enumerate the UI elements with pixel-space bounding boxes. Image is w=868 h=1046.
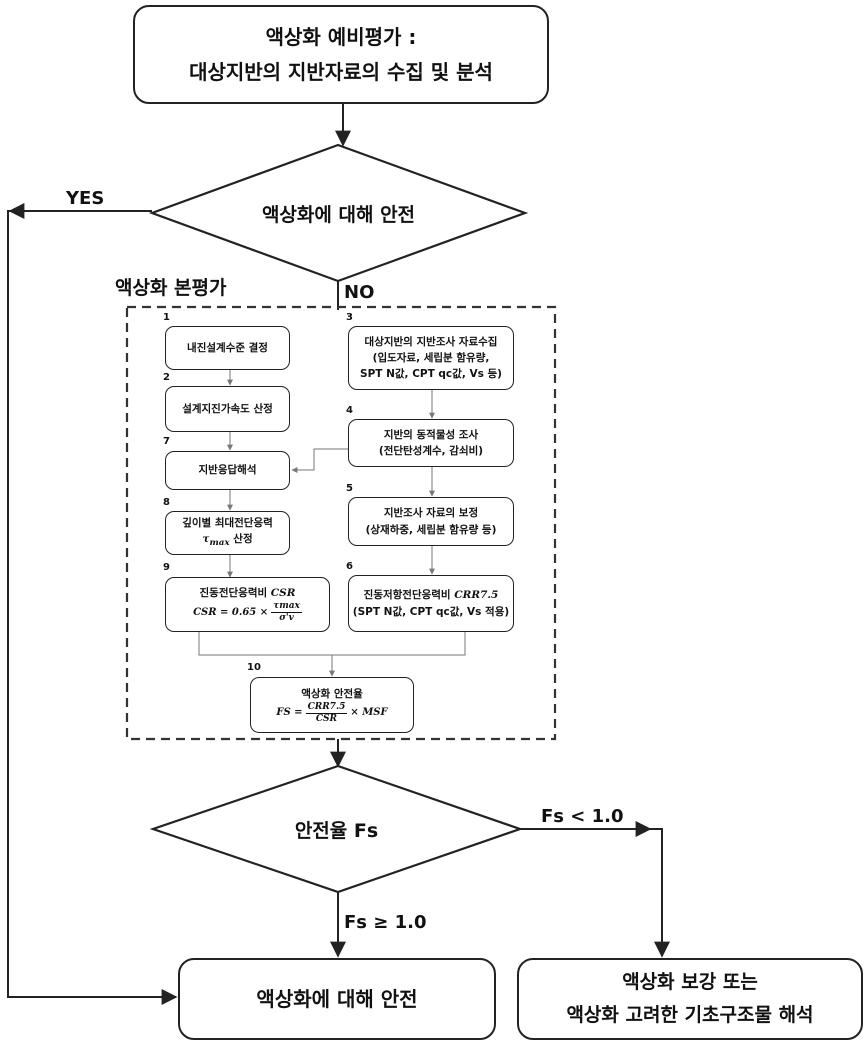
reinforcement-line1: 액상화 보강 또는 (622, 970, 758, 993)
step3-box: 대상지반의 지반조사 자료수집 (입도자료, 세립분 함유량, SPT N값, … (348, 326, 514, 390)
decision1-text: 액상화에 대해 안전 (261, 203, 416, 226)
step6-line2: (SPT N값, CPT qc값, Vs 적용) (352, 605, 510, 618)
fs-numerator: CRR7.5 (305, 701, 348, 714)
step4-number: 4 (346, 405, 353, 416)
step5-box: 지반조사 자료의 보정 (상재하중, 세립분 함유량 등) (348, 497, 514, 546)
detailed-evaluation-region (125, 305, 557, 741)
fs-fraction: CRR7.5 CSR (305, 701, 348, 725)
step10-number: 10 (247, 662, 261, 673)
fs-rhs: × MSF (350, 707, 388, 719)
fs-lt-label: Fs < 1.0 (541, 806, 624, 827)
fs-lt-path (520, 828, 663, 955)
step8-line1: 깊이별 최대전단응력 (182, 517, 273, 530)
safe-result-box: 액상화에 대해 안전 (178, 958, 496, 1040)
decision2-text: 안전율 Fs (294, 819, 379, 842)
step4-line2: (전단탄성계수, 감쇠비) (378, 445, 484, 457)
step1-number: 1 (163, 312, 170, 323)
step4-line1: 지반의 동적물성 조사 (383, 428, 479, 441)
step6-box: 진동저항전단응력비 CRR7.5 (SPT N값, CPT qc값, Vs 적용… (348, 575, 514, 632)
csr-numerator: τmax (271, 601, 302, 614)
step5-line1: 지반조사 자료의 보정 (383, 507, 479, 520)
preliminary-evaluation-box: 액상화 예비평가 : 대상지반의 지반자료의 수집 및 분석 (133, 5, 549, 104)
step7-number: 7 (163, 436, 170, 447)
step10-box: 액상화 안전율 FS = CRR7.5 CSR × MSF (250, 677, 414, 733)
step9-line1: 진동전단응력비 CSR (200, 585, 296, 601)
step5-number: 5 (346, 483, 353, 494)
step8-box: 깊이별 최대전단응력 τmax 산정 (165, 511, 290, 555)
step7-text: 지반응답해석 (198, 464, 257, 477)
csr-denominator: σ'v (279, 613, 294, 624)
step7-box: 지반응답해석 (165, 451, 290, 490)
step1-box: 내진설계수준 결정 (165, 326, 290, 370)
tau-subscript: max (209, 538, 230, 549)
step2-number: 2 (163, 372, 170, 383)
step5-line2: (상재하중, 세립분 함유량 등) (365, 523, 497, 536)
step9-tag: CSR (270, 587, 296, 600)
csr-fraction: τmax σ'v (271, 601, 302, 624)
step9-title: 진동전단응력비 (199, 587, 268, 600)
safe-result-text: 액상화에 대해 안전 (256, 986, 418, 1011)
step8-number: 8 (163, 497, 170, 508)
fs-lhs: FS = (276, 707, 303, 719)
step10-line1: 액상화 안전율 (301, 687, 363, 700)
step8-suffix: 산정 (233, 533, 253, 546)
preliminary-line1: 액상화 예비평가 : (265, 24, 417, 49)
step2-box: 설계지진가속도 산정 (165, 386, 290, 432)
no-label: NO (344, 282, 375, 303)
step6-number: 6 (346, 561, 353, 572)
step3-number: 3 (346, 312, 353, 323)
reinforcement-line2: 액상화 고려한 기초구조물 해석 (566, 1004, 814, 1026)
reinforcement-box: 액상화 보강 또는 액상화 고려한 기초구조물 해석 (517, 958, 863, 1040)
step6-title: 진동저항전단응력비 (363, 589, 451, 602)
detailed-evaluation-label: 액상화 본평가 (115, 277, 227, 299)
yes-label: YES (66, 188, 105, 209)
fs-ge-label: Fs ≥ 1.0 (344, 912, 427, 933)
preliminary-line2: 대상지반의 지반자료의 수집 및 분석 (189, 59, 493, 84)
step6-tag: CRR7.5 (454, 589, 499, 602)
step3-line2: (입도자료, 세립분 함유량, (372, 351, 490, 364)
step2-text: 설계지진가속도 산정 (182, 402, 273, 415)
yes-path (7, 210, 176, 998)
step9-number: 9 (163, 562, 170, 573)
step3-line1: 대상지반의 지반조사 자료수집 (364, 335, 498, 348)
step6-line1: 진동저항전단응력비 CRR7.5 (364, 587, 499, 603)
step8-line2: τmax 산정 (202, 531, 252, 551)
step4-box: 지반의 동적물성 조사 (전단탄성계수, 감쇠비) (348, 419, 514, 467)
step1-text: 내진설계수준 결정 (187, 341, 268, 354)
fs-formula: FS = CRR7.5 CSR × MSF (276, 702, 387, 725)
fs-denominator: CSR (315, 713, 338, 724)
step9-box: 진동전단응력비 CSR CSR = 0.65 × τmax σ'v (165, 577, 330, 632)
tau-symbol: τ (202, 533, 210, 546)
csr-formula: CSR = 0.65 × τmax σ'v (193, 601, 302, 624)
csr-lhs: CSR = 0.65 × (193, 606, 269, 618)
step3-line3: SPT N값, CPT qc값, Vs 등) (360, 368, 502, 381)
